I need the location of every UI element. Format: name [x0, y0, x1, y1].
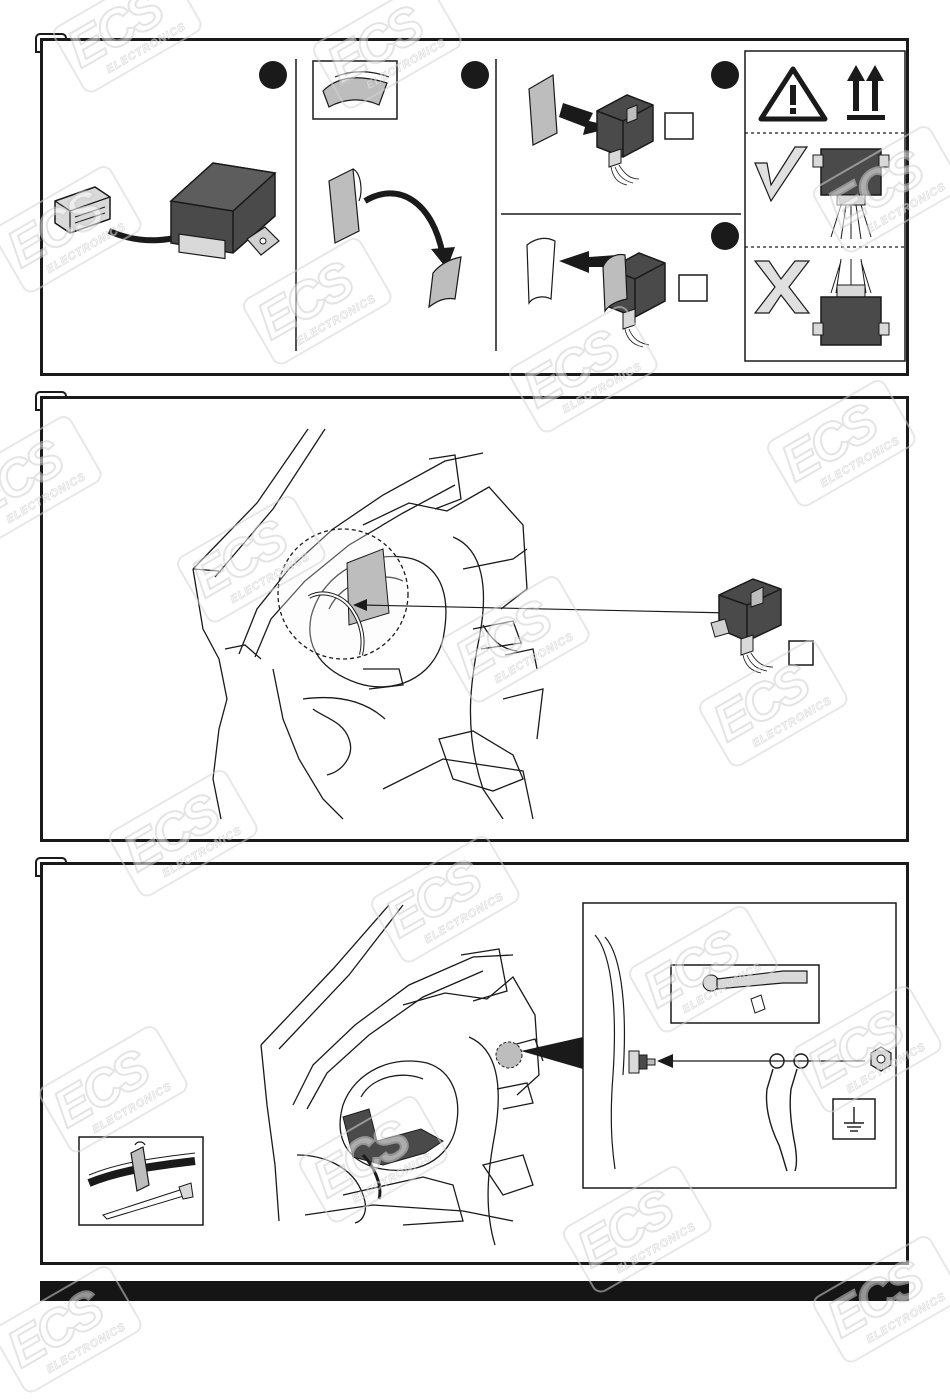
module-box-2 [710, 578, 782, 674]
cable-tie-inset [78, 1136, 204, 1226]
label-box-d [678, 274, 708, 302]
adhesive-pad [328, 168, 360, 244]
module-wrong [812, 258, 890, 346]
module-box-c [596, 94, 654, 186]
ground-location-circle [495, 1041, 523, 1069]
label-box-2 [788, 640, 814, 666]
step-1-illustration [54, 50, 906, 362]
step-1-panel [40, 38, 909, 376]
module-box-a [169, 162, 280, 260]
step-2-illustration [192, 428, 814, 820]
warning-triangle-icon [758, 66, 828, 122]
step-badge-a [259, 61, 287, 89]
step-badge-c [711, 61, 739, 89]
step-2-panel [40, 396, 909, 842]
step-3-illustration [78, 902, 897, 1246]
ground-detail-inset [582, 902, 897, 1189]
check-mark-icon [754, 146, 809, 203]
ground-bolt [628, 1050, 656, 1074]
label-box-c [664, 112, 694, 140]
connector-plug [54, 186, 111, 234]
footer-bar [40, 1281, 909, 1301]
ground-icon [844, 1107, 864, 1132]
peeled-liner [428, 256, 462, 309]
orientation-box [744, 50, 906, 362]
step-badge-d [711, 222, 739, 250]
liner-d [526, 237, 556, 305]
cross-mark-icon [753, 260, 811, 314]
module-box-d [602, 252, 666, 348]
zoom-pointer [521, 1037, 583, 1069]
module-correct [812, 148, 890, 240]
adhesive-pad-c [528, 73, 558, 146]
socket-wrench-icon [702, 970, 808, 1014]
ring-terminals [765, 1053, 809, 1172]
step-3-panel [40, 862, 909, 1265]
step-badge-b [461, 61, 489, 89]
this-side-up-arrows-icon [847, 65, 885, 120]
